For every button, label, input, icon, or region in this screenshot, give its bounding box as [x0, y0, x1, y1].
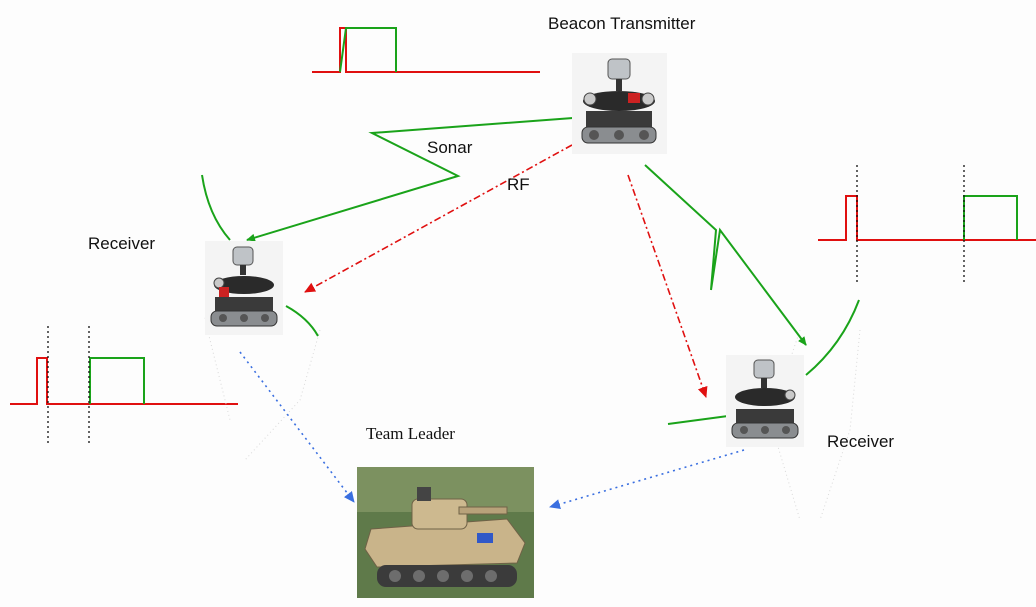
left-sonar-pulse	[89, 357, 145, 404]
right-sonar-pulse	[963, 195, 1018, 240]
comm-left-to-leader	[239, 351, 355, 503]
rf-to-left-receiver	[304, 144, 573, 293]
left-rf-pulse	[10, 357, 238, 405]
rf-to-right-receiver	[627, 174, 708, 398]
rf-paths	[304, 144, 708, 398]
right-receiver-signal-plot	[818, 165, 1036, 282]
right-rf-pulse	[818, 195, 1036, 241]
beacon-sonar-pulse	[339, 27, 397, 73]
rf-label: RF	[507, 175, 530, 194]
left-receiver-robot-photo	[205, 241, 283, 335]
team-leader-label: Team Leader	[366, 424, 455, 443]
mobile-robot-icon	[572, 53, 667, 154]
sonar-label: Sonar	[427, 138, 473, 157]
beacon-transmitter-label: Beacon Transmitter	[548, 14, 696, 33]
sonar-back-left	[285, 305, 319, 337]
right-receiver-label: Receiver	[827, 432, 895, 451]
left-receiver-label: Receiver	[88, 234, 156, 253]
beacon-robot-photo	[572, 53, 667, 154]
sonar-wave-to-right	[644, 164, 807, 346]
beacon-signal-plot	[312, 27, 540, 73]
beacon-rf-pulse	[312, 27, 540, 73]
mobile-robot-icon	[726, 355, 804, 447]
mobile-robot-icon	[205, 241, 283, 335]
sonar-paths	[201, 117, 860, 425]
comm-right-to-leader	[549, 449, 745, 509]
tank-robot-icon	[357, 467, 534, 598]
sonar-back-right	[667, 415, 729, 425]
sonar-front-left	[201, 174, 231, 241]
left-receiver-signal-plot	[10, 326, 238, 444]
team-leader-robot-photo	[357, 467, 534, 598]
sonar-front-right	[805, 299, 860, 376]
sonar-wave-to-left	[246, 117, 574, 242]
comm-paths	[239, 351, 745, 509]
right-receiver-robot-photo	[726, 355, 804, 447]
right-cone	[769, 329, 861, 521]
